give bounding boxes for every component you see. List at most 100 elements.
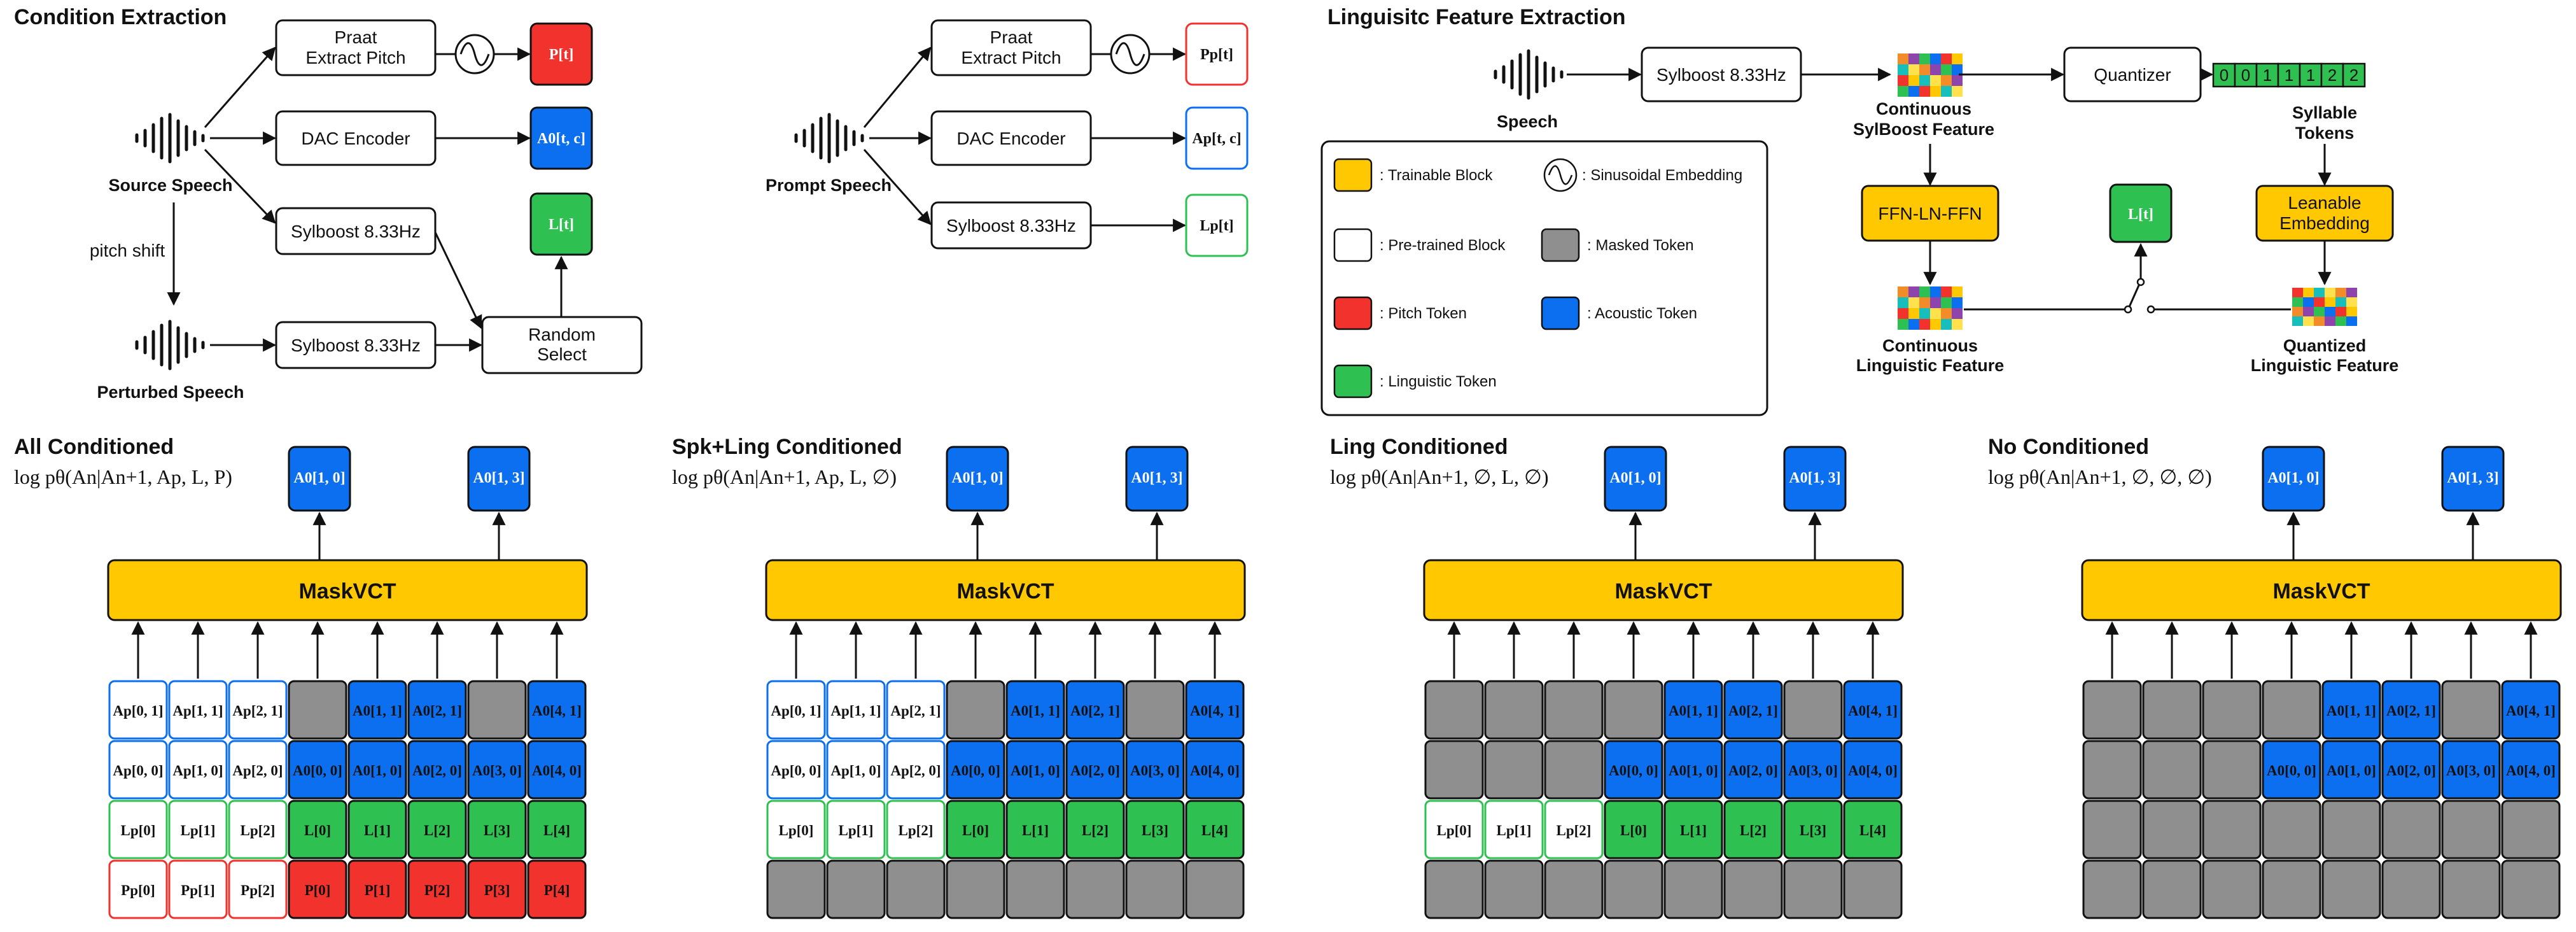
random-select-line2: Select (537, 344, 587, 364)
token-label: L[0] (304, 823, 331, 838)
token-cell (108, 680, 168, 740)
feature-cell (1919, 86, 1930, 97)
feature-cell (1898, 75, 1908, 86)
syllable-token-cell (2212, 62, 2236, 88)
feature-cell (1919, 286, 1930, 297)
condition-extraction-section: Condition Extraction Source Speech pitch… (14, 5, 643, 402)
feature-cell (2325, 297, 2335, 307)
legend-sinusoidal-label: : Sinusoidal Embedding (1582, 167, 1742, 184)
token-cell (407, 859, 467, 919)
token-label: Lp[1] (181, 823, 216, 838)
linguistic-token-output (529, 192, 593, 256)
random-select-line1: Random (528, 325, 596, 344)
source-waveform-icon (135, 113, 205, 164)
feature-cell (1930, 86, 1941, 97)
token-cell (1005, 859, 1065, 919)
prompt-acoustic-label: Ap[t, c] (1192, 131, 1241, 147)
token-cell (228, 680, 288, 740)
output-token-label: A0[1, 3] (1789, 470, 1840, 486)
token-cell (1484, 680, 1544, 740)
output-token (2441, 446, 2505, 512)
token-cell (1663, 680, 1723, 740)
token-cell (1484, 859, 1544, 919)
feature-cell (1941, 308, 1952, 319)
output-token-label: A0[1, 3] (2447, 470, 2498, 486)
output-token (288, 446, 351, 512)
prompt-waveform-icon (794, 113, 864, 164)
token-cell (2441, 680, 2501, 740)
feature-cell (2335, 307, 2346, 316)
token-cell (168, 859, 228, 919)
sylboost-perturbed-label: Sylboost 8.33Hz (291, 335, 421, 355)
token-cell (1185, 740, 1245, 800)
panel-formula: log pθ(An|An+1, ∅, L, ∅) (1330, 465, 1549, 488)
token-cell (2082, 740, 2142, 800)
prompt-sinusoidal-embedding-icon (1110, 34, 1151, 74)
token-label: L[2] (1082, 823, 1109, 838)
feature-cell (2303, 316, 2314, 326)
token-cell (2262, 800, 2321, 859)
token-label: Lp[1] (1497, 823, 1532, 838)
token-label: A0[1, 0] (353, 763, 402, 779)
token-cell (1185, 859, 1245, 919)
token-label: Lp[0] (1437, 823, 1472, 838)
token-cell (1783, 859, 1843, 919)
token-label: A0[2, 0] (1070, 763, 1120, 779)
token-label: A0[3, 0] (2446, 763, 2496, 779)
feature-cell (1941, 286, 1952, 297)
continuous-sylboost-feature-icon (1898, 53, 1963, 97)
token-cell (1663, 859, 1723, 919)
feature-cell (1908, 53, 1919, 64)
token-cell (2202, 680, 2262, 740)
token-label: Lp[0] (779, 823, 814, 838)
token-cell (168, 680, 228, 740)
legend-trainable-swatch (1333, 158, 1373, 192)
token-label: A0[0, 0] (951, 763, 1000, 779)
token-cell (1663, 740, 1723, 800)
token-cell (826, 740, 886, 800)
token-label: Ap[2, 1] (232, 703, 283, 719)
token-cell (2501, 740, 2561, 800)
token-label: A0[2, 0] (412, 763, 462, 779)
token-cell (2202, 859, 2262, 919)
lt-output-token (2109, 183, 2173, 243)
output-token-label: A0[1, 3] (473, 470, 524, 486)
token-cell (2142, 859, 2202, 919)
legend-sinusoidal-icon (1543, 158, 1578, 192)
token-label: L[1] (1680, 823, 1707, 838)
cont-sylboost-line2: SylBoost Feature (1853, 120, 1994, 139)
feature-cell (2325, 307, 2335, 316)
maskvct-label: MaskVCT (298, 579, 396, 604)
token-cell (527, 680, 587, 740)
syllable-token-value: 1 (2306, 66, 2315, 85)
token-cell (766, 859, 826, 919)
maskvct-label: MaskVCT (1614, 579, 1712, 604)
legend-trainable-label: : Trainable Block (1380, 167, 1493, 184)
source-to-praat-arrow (204, 46, 276, 128)
syllable-tokens-line1: Syllable (2292, 103, 2357, 122)
token-cell (1484, 800, 1544, 859)
panel-formula: log pθ(An|An+1, Ap, L, ∅) (672, 465, 897, 488)
feature-cell (1908, 64, 1919, 75)
linguistic-token-label: L[t] (549, 216, 574, 233)
sylboost-source-label: Sylboost 8.33Hz (291, 222, 421, 241)
linguistic-extraction-section: Linguisitc Feature Extraction Speech Syl… (1327, 5, 2398, 375)
token-label: A0[0, 0] (293, 763, 342, 779)
token-label: A0[3, 0] (472, 763, 522, 779)
prompt-acoustic-output (1185, 106, 1249, 170)
feature-cell (1919, 75, 1930, 86)
panel-formula: log pθ(An|An+1, ∅, ∅, ∅) (1988, 465, 2212, 488)
feature-cell (2346, 316, 2357, 326)
token-label: A0[2, 1] (1728, 703, 1778, 719)
token-label: A0[2, 1] (412, 703, 462, 719)
token-cell (2321, 800, 2381, 859)
token-label: A0[0, 0] (1609, 763, 1658, 779)
token-label: L[3] (1142, 823, 1168, 838)
feature-cell (1930, 308, 1941, 319)
prompt-dac-label: DAC Encoder (956, 129, 1065, 148)
syllable-token-value: 1 (2285, 66, 2293, 85)
token-label: L[2] (1740, 823, 1767, 838)
token-cell (1125, 859, 1185, 919)
token-label: L[4] (1201, 823, 1228, 838)
